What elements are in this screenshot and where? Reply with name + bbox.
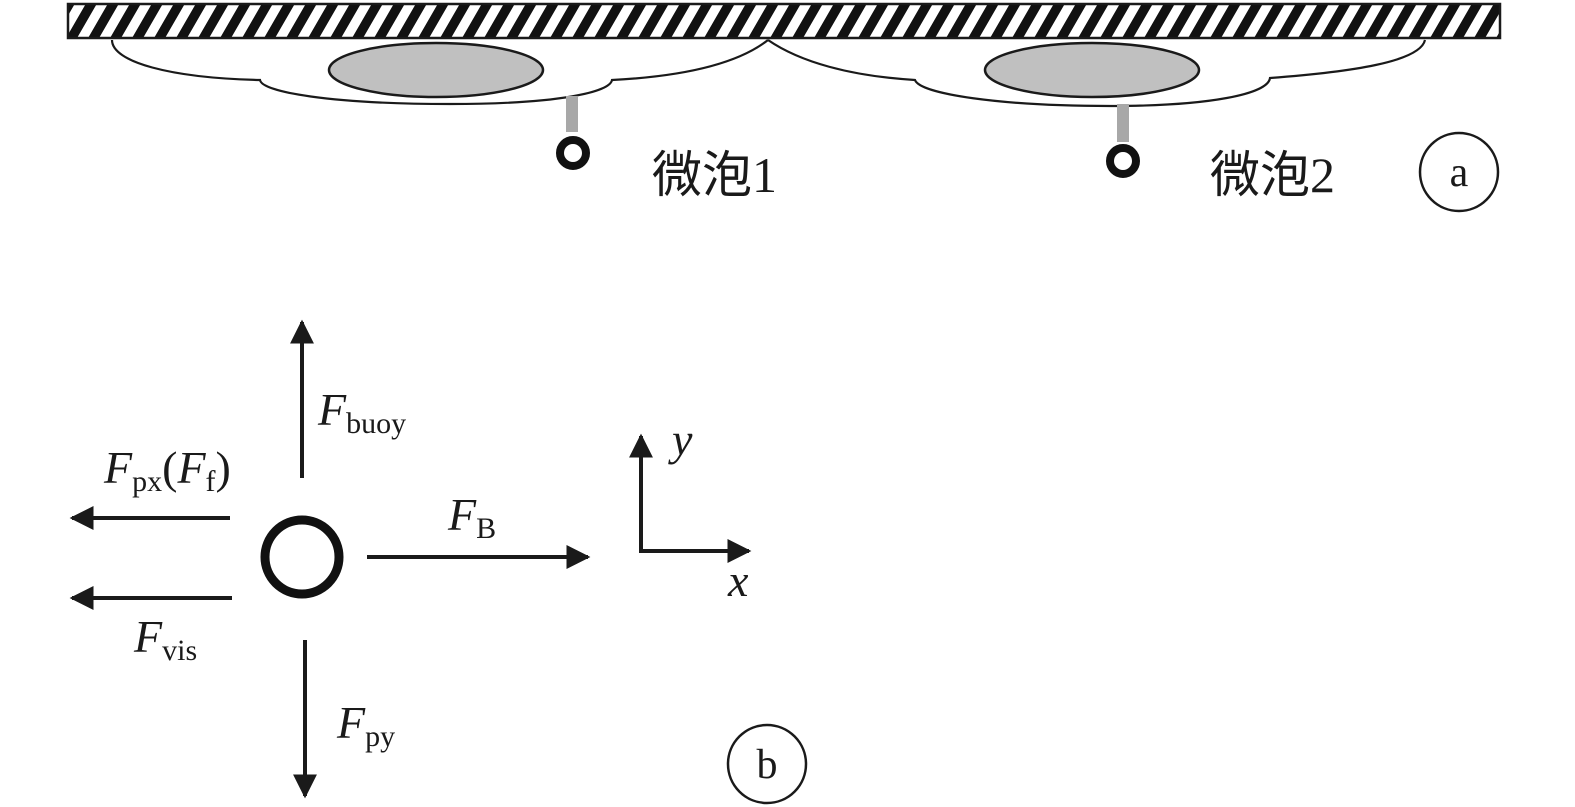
bubble-1-core: [327, 41, 545, 99]
y-axis-label: y: [668, 414, 693, 465]
free-body-particle: [260, 515, 344, 599]
bubble-2-particle: [1106, 144, 1140, 178]
bubble-2-core: [983, 41, 1201, 99]
bubble-1-particle: [556, 136, 590, 170]
panel-b-badge: [726, 723, 808, 805]
bubble-1-label: 微泡1: [652, 147, 777, 203]
bubble-2-outline: [767, 39, 1427, 108]
buoyancy-force-label: Fbuoy: [317, 384, 406, 440]
pressure-x-force-label: Fpx(Ff): [103, 442, 231, 498]
panel-a: 微泡1 微泡2 a: [66, 2, 1502, 213]
panel-b-label: b: [757, 742, 778, 788]
bjerknes-force-label: FB: [447, 489, 496, 545]
panel-a-badge: [1418, 131, 1500, 213]
bubble-1-outline: [110, 39, 769, 106]
hatched-wall: [66, 2, 1502, 40]
x-axis-label: x: [727, 555, 749, 606]
panel-a-label: a: [1450, 150, 1469, 196]
bubble-1-stem: [566, 96, 578, 132]
bubble-2-stem: [1117, 104, 1129, 142]
pressure-y-force-label: Fpy: [336, 697, 395, 753]
panel-b: Fbuoy Fpx(Ff) Fvis FB Fpy y x b: [69, 319, 808, 805]
viscous-force-label: Fvis: [133, 611, 197, 667]
bubble-2-label: 微泡2: [1210, 147, 1335, 203]
